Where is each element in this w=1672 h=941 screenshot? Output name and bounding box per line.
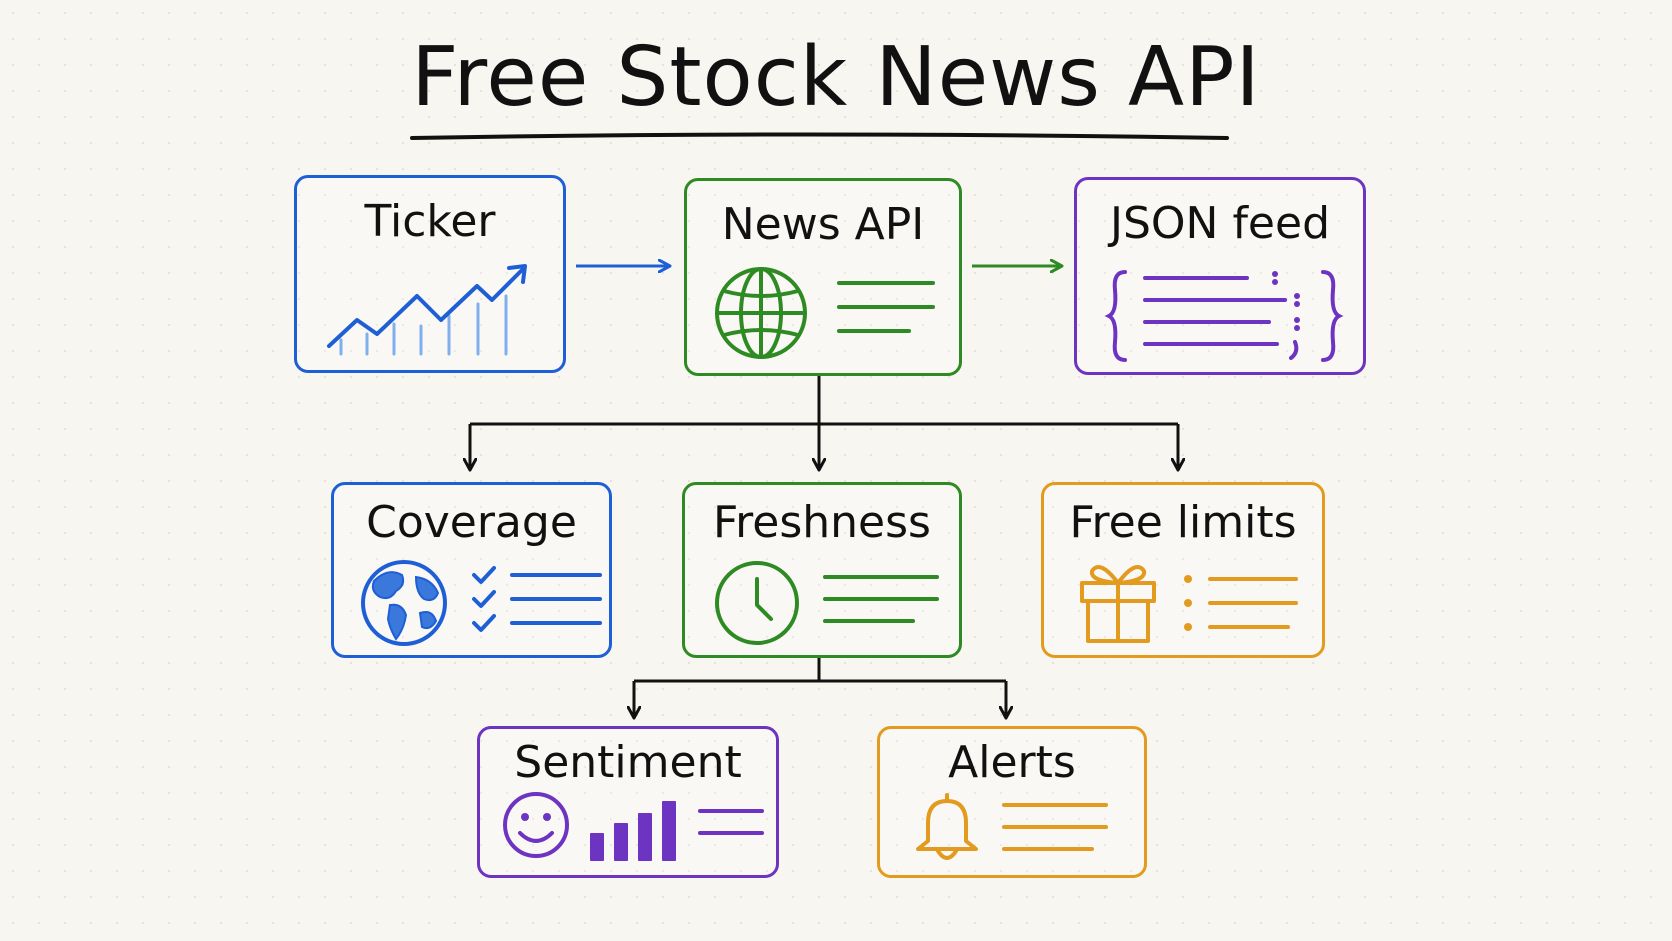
node-free-limits: Free limits: [1041, 482, 1325, 658]
text-lines-icon: [1002, 803, 1108, 851]
node-freshness-label: Freshness: [713, 497, 931, 548]
node-sentiment-label: Sentiment: [514, 737, 742, 788]
text-lines-icon: [698, 809, 764, 835]
text-lines-icon: [823, 575, 939, 623]
edge-news-api-branches: [470, 376, 1178, 470]
node-alerts: Alerts: [877, 726, 1147, 878]
bar-chart-icon: [590, 801, 676, 861]
node-json-feed: JSON feed: [1074, 177, 1366, 375]
edge-freshness-branches: [634, 658, 1006, 718]
node-coverage: Coverage: [331, 482, 612, 658]
node-news-api: News API: [684, 178, 962, 376]
page-title: Free Stock News API: [411, 30, 1261, 125]
node-free-limits-label: Free limits: [1069, 497, 1297, 548]
bullet-list-icon: [1184, 575, 1298, 631]
clock-icon: [715, 561, 799, 645]
node-ticker: Ticker: [294, 175, 566, 373]
json-braces-icon: [1104, 270, 1344, 362]
node-freshness: Freshness: [682, 482, 962, 658]
globe-icon: [715, 267, 807, 359]
earth-icon: [361, 560, 447, 646]
node-alerts-label: Alerts: [948, 737, 1076, 788]
text-lines-icon: [837, 281, 935, 333]
checklist-icon: [472, 566, 602, 632]
smiley-icon: [503, 792, 569, 858]
bell-icon: [916, 793, 978, 860]
title-underline: [410, 132, 1229, 140]
node-sentiment: Sentiment: [477, 726, 779, 878]
gift-icon: [1080, 565, 1156, 643]
rising-chart-icon: [327, 264, 527, 356]
node-coverage-label: Coverage: [366, 497, 577, 548]
node-json-feed-label: JSON feed: [1110, 198, 1330, 249]
node-ticker-label: Ticker: [364, 196, 496, 247]
node-news-api-label: News API: [721, 199, 925, 250]
